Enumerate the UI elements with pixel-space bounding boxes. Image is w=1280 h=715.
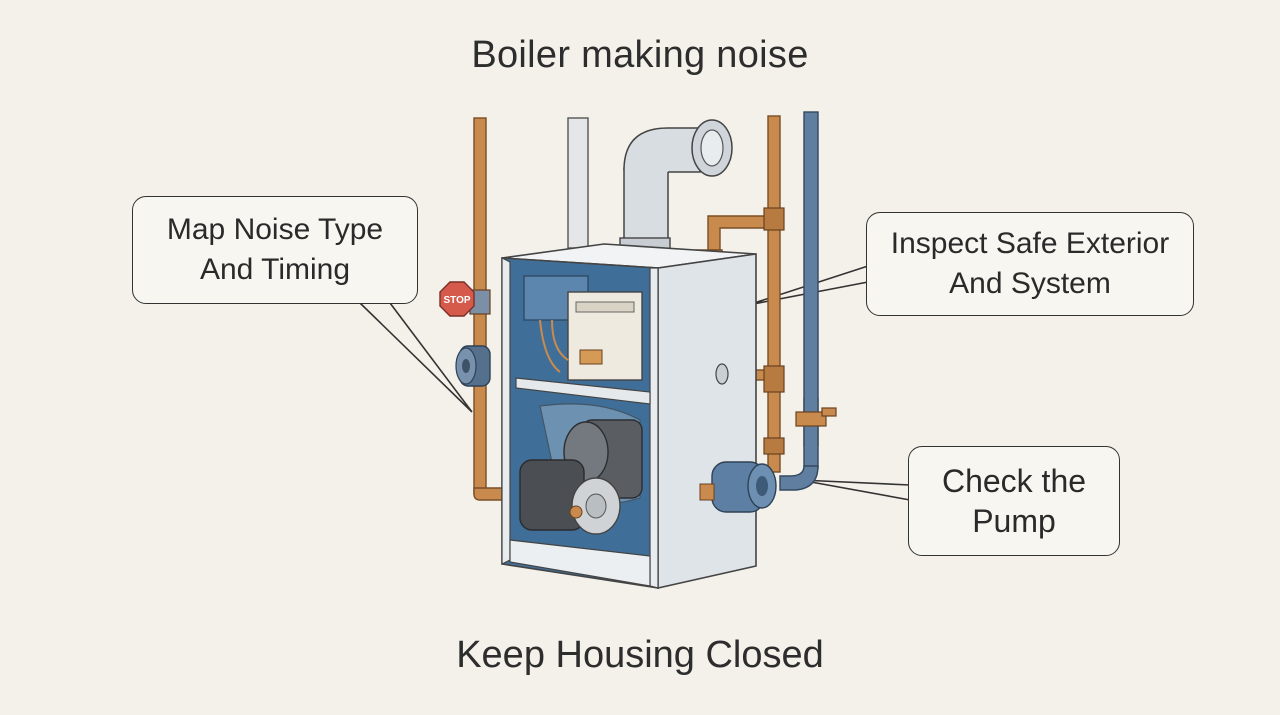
valve-right	[795, 407, 837, 427]
page-title: Boiler making noise	[471, 34, 809, 76]
stop-sign-icon: STOP	[439, 281, 475, 317]
footer-caption: Keep Housing Closed	[456, 634, 824, 676]
blue-pipe	[779, 111, 819, 491]
callout-inspect-exterior: Inspect Safe Exterior And System	[866, 212, 1194, 316]
right-pump	[699, 461, 777, 513]
control-box	[523, 275, 643, 381]
callout-right-bottom-line1: Check the	[941, 463, 1087, 499]
vent-pipe	[619, 119, 733, 251]
burner-assembly	[519, 403, 643, 535]
callout-left-line2: And Timing	[199, 253, 351, 286]
pointer-left	[359, 302, 473, 413]
left-pump	[455, 345, 491, 387]
pointer-right-bottom	[799, 479, 911, 501]
flue-rod	[567, 117, 589, 249]
stop-sign-text: STOP	[443, 295, 470, 306]
callout-right-top-line1: Inspect Safe Exterior	[890, 227, 1170, 260]
callout-check-pump: Check the Pump	[908, 446, 1120, 556]
callout-map-noise: Map Noise Type And Timing	[132, 196, 418, 304]
callout-left-line1: Map Noise Type	[166, 213, 384, 246]
callout-right-top-line2: And System	[949, 267, 1111, 300]
callout-right-bottom-line2: Pump	[972, 503, 1056, 539]
